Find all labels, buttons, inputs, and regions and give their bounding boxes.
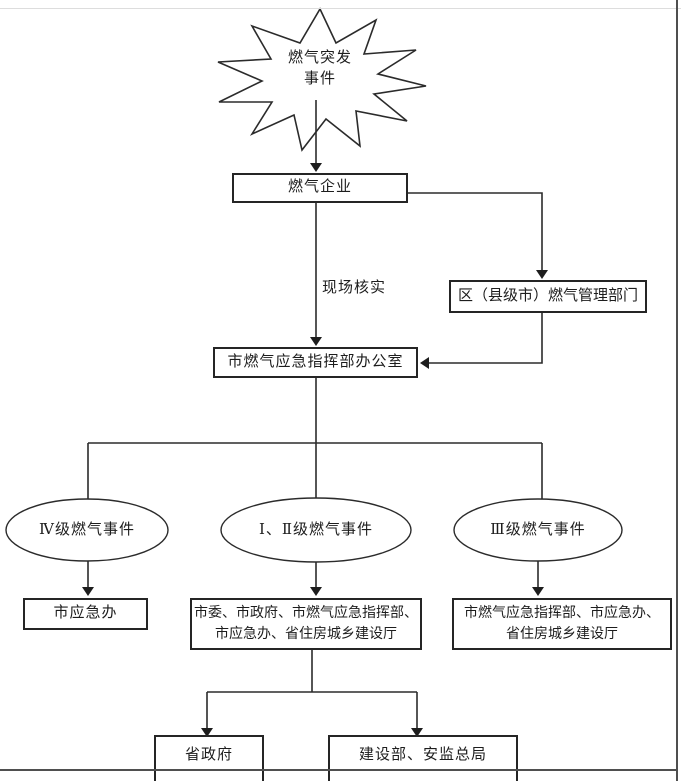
- burst-shape: [217, 7, 427, 152]
- arrowhead: [82, 587, 94, 596]
- level3-event-label: Ⅲ级燃气事件: [490, 522, 586, 538]
- arrowhead: [536, 270, 548, 279]
- level4-event-label: Ⅳ级燃气事件: [39, 522, 135, 538]
- page-frame-bottom: [0, 769, 677, 771]
- burst-node-label: 燃气突发 事件: [250, 48, 390, 90]
- level12-report-line2: 市应急办、省住房城乡建设厅: [215, 627, 397, 642]
- gas-enterprise-box: 燃气企业: [232, 173, 408, 203]
- arrowhead: [310, 587, 322, 596]
- level12-report-box: 市委、市政府、市燃气应急指挥部、 市应急办、省住房城乡建设厅: [190, 598, 422, 650]
- ellipse-level4: [5, 498, 169, 562]
- arrowhead: [310, 163, 322, 172]
- city-emergency-office-box: 市应急办: [23, 598, 148, 630]
- city-gas-command-office-box: 市燃气应急指挥部办公室: [213, 347, 418, 378]
- arrowhead: [420, 357, 429, 369]
- arrowhead: [310, 337, 322, 346]
- burst-line2: 事件: [303, 71, 336, 87]
- arrowhead: [411, 728, 423, 737]
- district-gas-dept-box: 区（县级市）燃气管理部门: [449, 280, 647, 313]
- provincial-govt-box: 省政府: [154, 735, 264, 781]
- burst-line1: 燃气突发: [287, 50, 352, 66]
- level3-report-line2: 省住房城乡建设厅: [506, 627, 618, 642]
- level3-report-line1: 市燃气应急指挥部、市应急办、: [464, 606, 660, 621]
- edge-district-to-office: [428, 313, 543, 364]
- page-frame-top: [0, 8, 681, 9]
- level3-report-box: 市燃气应急指挥部、市应急办、 省住房城乡建设厅: [452, 598, 672, 650]
- level12-report-line1: 市委、市政府、市燃气应急指挥部、: [194, 606, 418, 621]
- level12-event-label: Ⅰ、Ⅱ级燃气事件: [258, 522, 374, 538]
- onsite-check-label: 现场核实: [322, 280, 387, 296]
- ministry-box: 建设部、安监总局: [328, 735, 518, 781]
- arrowhead: [532, 587, 544, 596]
- ellipse-level3: [453, 498, 623, 562]
- page-frame-right: [676, 0, 678, 781]
- edge-enterprise-to-district: [408, 192, 543, 271]
- arrowhead: [201, 728, 213, 737]
- ellipse-level12: [220, 497, 412, 563]
